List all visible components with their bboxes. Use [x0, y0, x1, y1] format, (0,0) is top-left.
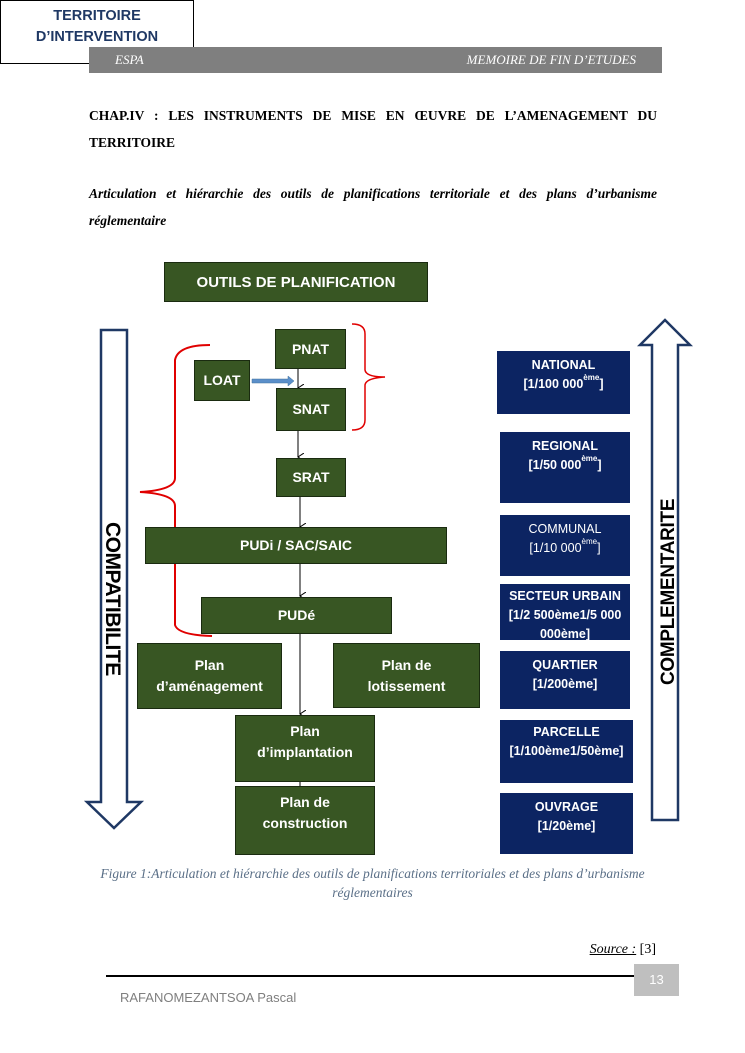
compatibility-label: COMPATIBILITE: [101, 522, 124, 676]
territory-parcelle: PARCELLE [1/100ème1/50ème]: [500, 720, 633, 783]
tool-plan-amenagement-line1: Plan: [194, 657, 225, 673]
loat-arrow: [251, 375, 295, 387]
territory-scale: [1/2 500ème1/5 000 000ème]: [508, 608, 622, 640]
tool-srat: SRAT: [276, 458, 346, 497]
territory-regional: REGIONAL [1/50 000ème]: [500, 432, 630, 503]
territory-scale: [1/10 000ème]: [529, 537, 601, 556]
header-left-text: ESPA: [115, 52, 144, 67]
footer-divider: [106, 975, 634, 977]
territory-scale: [1/100ème1/50ème]: [509, 744, 624, 758]
tool-plan-lotissement-line1: Plan de: [381, 656, 432, 673]
territory-name: PARCELLE: [533, 725, 600, 739]
tool-plan-construction-line2: construction: [262, 815, 348, 831]
territory-secteur-urbain: SECTEUR URBAIN [1/2 500ème1/5 000 000ème…: [500, 584, 630, 640]
territory-scale: [1/100 000ème]: [523, 373, 604, 392]
complementarity-label: COMPLEMENTARITE: [658, 498, 679, 685]
tool-snat: SNAT: [276, 388, 346, 431]
territory-scale: [1/200ème]: [532, 677, 598, 691]
source-citation: Source : [3]: [590, 942, 656, 958]
source-ref[interactable]: [3]: [639, 942, 656, 957]
tool-plan-amenagement: Plan d’aménagement: [137, 643, 282, 709]
right-bracket: [351, 323, 386, 431]
tool-plan-construction: Plan de construction: [235, 786, 375, 855]
territory-scale: [1/50 000ème]: [528, 454, 602, 473]
tool-plan-implantation-line2: d’implantation: [257, 744, 353, 760]
source-label: Source :: [589, 942, 637, 957]
page-number: 13: [634, 964, 679, 996]
footer-author: RAFANOMEZANTSOA Pascal: [120, 990, 297, 1005]
tool-pnat: PNAT: [275, 329, 346, 369]
territory-name: QUARTIER: [532, 658, 598, 672]
section-subtitle: Articulation et hiérarchie des outils de…: [89, 186, 657, 228]
territory-scale: [1/20ème]: [537, 819, 596, 833]
header-right-text: MEMOIRE DE FIN D’ETUDES: [466, 52, 636, 67]
figure-caption: Figure 1:Articulation et hiérarchie des …: [100, 866, 645, 900]
territory-header-line1: TERRITOIRE: [53, 8, 141, 24]
tool-plan-implantation: Plan d’implantation: [235, 715, 375, 782]
territory-header-line2: D’INTERVENTION: [35, 29, 159, 45]
tools-header: OUTILS DE PLANIFICATION: [164, 262, 428, 302]
tool-pudi-sac-saic: PUDi / SAC/SAIC: [145, 527, 447, 564]
territory-national: NATIONAL [1/100 000ème]: [497, 351, 630, 414]
territory-name: COMMUNAL: [528, 522, 602, 536]
territory-quartier: QUARTIER [1/200ème]: [500, 651, 630, 709]
tool-plan-construction-line1: Plan de: [280, 794, 330, 810]
tool-pude: PUDé: [201, 597, 392, 634]
territory-communal: COMMUNAL [1/10 000ème]: [500, 515, 630, 576]
territory-ouvrage: OUVRAGE [1/20ème]: [500, 793, 633, 854]
territory-name: SECTEUR URBAIN: [509, 589, 621, 603]
territory-name: OUVRAGE: [534, 800, 599, 814]
territory-name: NATIONAL: [531, 358, 596, 372]
tool-loat: LOAT: [194, 360, 250, 401]
chapter-title: CHAP.IV : LES INSTRUMENTS DE MISE EN ŒUV…: [89, 108, 657, 150]
territory-name: REGIONAL: [532, 439, 598, 453]
tool-plan-amenagement-line2: d’aménagement: [156, 678, 263, 694]
tool-plan-implantation-line1: Plan: [290, 723, 320, 739]
running-header: ESPA MEMOIRE DE FIN D’ETUDES: [89, 47, 662, 73]
tool-plan-lotissement-line2: lotissement: [367, 677, 446, 694]
tool-plan-lotissement: Plan de lotissement: [333, 643, 480, 708]
